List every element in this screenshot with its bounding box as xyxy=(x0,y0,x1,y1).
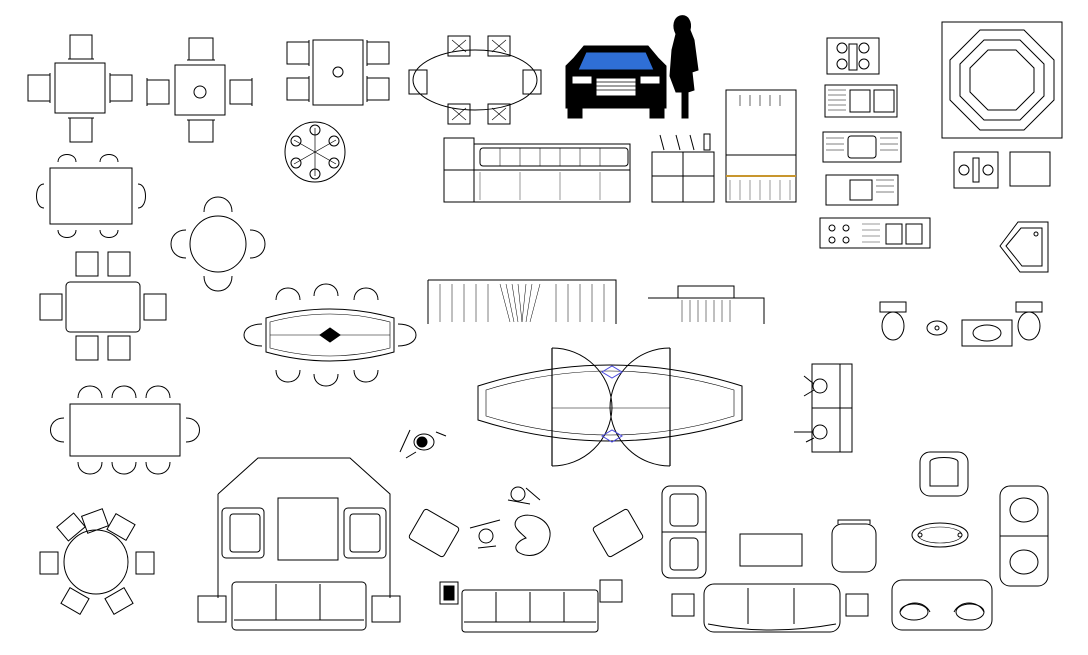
rectangular-table-6-chairs xyxy=(36,154,146,238)
small-square-table-4-chairs xyxy=(146,37,253,143)
walking-person xyxy=(399,429,447,459)
single-sink xyxy=(822,131,902,163)
sofa-with-seated-figures xyxy=(794,363,853,453)
three-seat-sofa-end-tables xyxy=(671,583,869,633)
coffee-table-rectangular xyxy=(739,533,803,567)
lounge-figures-group xyxy=(408,486,644,605)
round-table-6-place-top xyxy=(284,121,346,183)
standing-woman-silhouette xyxy=(669,15,699,119)
octagonal-spa-tub xyxy=(941,21,1063,139)
bar-cabinet-elevation xyxy=(651,133,715,203)
rectangular-table-4-chairs xyxy=(286,39,390,106)
two-seat-sofa-elevation xyxy=(461,589,599,633)
corner-shower xyxy=(999,221,1049,273)
sedan-car-front xyxy=(565,45,667,119)
rectangular-table-6-chairs-alt xyxy=(39,251,167,361)
boat-conference-table-10-chairs xyxy=(243,283,417,387)
toilet-and-basin-set xyxy=(879,301,1043,347)
bar-counter-elevation xyxy=(443,137,631,203)
stove-4-burner xyxy=(826,37,880,75)
square-dining-table-4-chairs xyxy=(27,34,133,143)
double-sink xyxy=(824,84,898,118)
round-chair xyxy=(831,519,877,573)
tufted-loveseat xyxy=(891,579,993,631)
large-boat-conference-table xyxy=(477,347,743,467)
sink-with-drainboard xyxy=(825,174,899,206)
round-table-7-chairs xyxy=(39,508,155,615)
rectangular-table-8-chairs xyxy=(50,385,200,475)
oval-table-6-chairs xyxy=(408,35,542,125)
living-room-sofa-set xyxy=(197,457,401,631)
sectional-sofa xyxy=(999,485,1049,587)
kitchen-counter-run xyxy=(819,217,931,249)
round-table-4-chairs xyxy=(170,196,266,292)
oval-coffee-table xyxy=(911,522,969,548)
round-chair xyxy=(919,451,969,497)
armchair-plan xyxy=(661,485,707,579)
table-side-elevation xyxy=(648,285,765,324)
bar-shelf-elevation xyxy=(725,89,797,203)
range-elevation xyxy=(953,151,1051,189)
table-section-elevation xyxy=(427,279,617,324)
